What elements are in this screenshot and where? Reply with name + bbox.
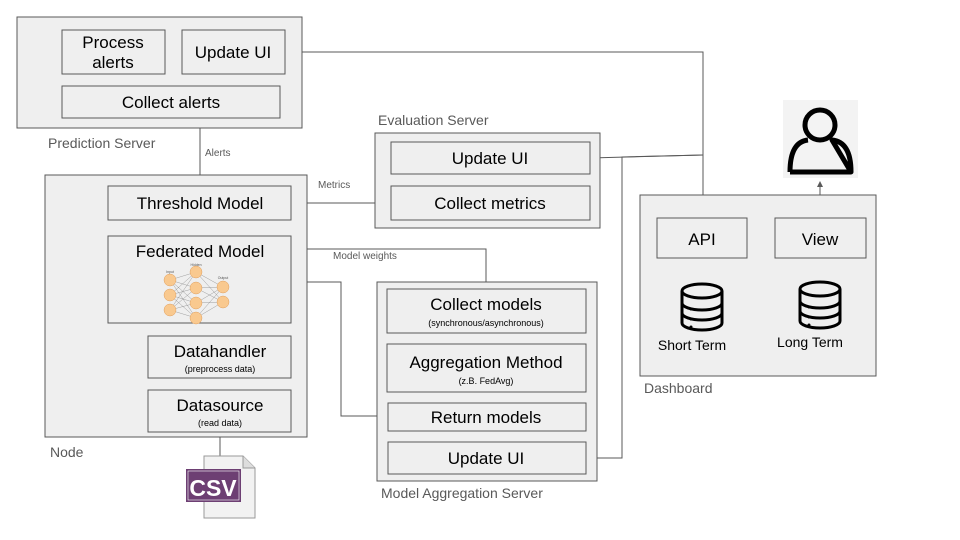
datasource-box: [147, 389, 292, 433]
return-models-edge: [294, 279, 388, 417]
prediction-ui-to-api-edge: [285, 51, 706, 215]
view-box: [774, 217, 867, 259]
federated-model-text: Federated Model: [136, 242, 265, 261]
threshold-model-text: Threshold Model: [137, 194, 264, 213]
short-term-label: Short Term: [658, 337, 726, 353]
datahandler-box: [147, 335, 292, 379]
datahandler-text: Datahandler: [174, 342, 267, 361]
datasource-text: Datasource: [177, 396, 264, 415]
long-term-database-icon: [798, 280, 842, 330]
aggregation-ui-edge: [586, 154, 704, 459]
nn-connection: [195, 286, 224, 319]
update-ui-text: Update UI: [448, 449, 525, 468]
datasource-subtext: (read data): [198, 418, 242, 428]
collect-metrics-text: Collect metrics: [434, 194, 545, 213]
model-aggregation-server-label: Model Aggregation Server: [381, 485, 543, 501]
nn-neuron: [189, 296, 203, 310]
update-ui-box: [387, 441, 587, 475]
prediction-server: Process alerts Update UI Collect alerts: [16, 16, 303, 129]
process-alerts-box: [61, 29, 166, 75]
nn-connection: [169, 271, 197, 311]
model-weights-label: Model weights: [333, 251, 397, 262]
prediction-server-label: Prediction Server: [48, 135, 156, 151]
nn-connection: [195, 271, 224, 303]
threshold-model-box: [107, 185, 292, 221]
nn-neuron: [163, 288, 177, 302]
nn-neuron: [189, 311, 203, 325]
collect-models-text: Collect models: [430, 295, 542, 314]
node-label: Node: [50, 444, 84, 460]
collect-alerts-text: Collect alerts: [122, 93, 220, 112]
collect-metrics-box: [390, 185, 591, 221]
nn-neuron: [163, 303, 177, 317]
csv-file-icon: CSV: [186, 455, 256, 519]
collect-alerts-box: [61, 85, 281, 119]
nn-neuron: [189, 281, 203, 295]
api-text: API: [688, 230, 715, 249]
nn-neuron: [163, 273, 177, 287]
datahandler-subtext: (preprocess data): [185, 364, 256, 374]
nn-neuron: [216, 280, 230, 294]
csv-text: CSV: [189, 475, 237, 501]
dashboard: API View Short Term Long Term: [639, 194, 877, 377]
update-ui-box: [390, 141, 591, 175]
nn-hidden-label: Hidden: [190, 263, 201, 267]
nn-output-label: Output: [218, 276, 229, 280]
neural-network-icon: [163, 265, 230, 325]
api-box: [656, 217, 748, 259]
model-aggregation-server: Collect models (synchronous/asynchronous…: [376, 281, 598, 482]
process-alerts-text: Process: [82, 33, 143, 52]
node: Threshold Model Federated Model Input Hi…: [44, 174, 308, 438]
alerts-label: Alerts: [205, 148, 231, 159]
evaluation-server-label: Evaluation Server: [378, 112, 489, 128]
view-text: View: [802, 230, 839, 249]
return-models-text: Return models: [431, 408, 542, 427]
long-term-label: Long Term: [777, 334, 843, 350]
collect-models-box: [386, 288, 587, 334]
aggregation-method-box: [386, 343, 587, 393]
nn-neuron: [189, 265, 203, 279]
update-ui-text: Update UI: [195, 43, 272, 62]
dashboard-label: Dashboard: [644, 380, 713, 396]
nn-input-label: Input: [166, 270, 174, 274]
nn-neuron: [216, 295, 230, 309]
metrics-label: Metrics: [318, 180, 350, 191]
process-alerts-text: alerts: [92, 53, 134, 72]
update-ui-text: Update UI: [452, 149, 529, 168]
evaluation-server: Update UI Collect metrics: [374, 132, 601, 229]
connectors: [110, 51, 823, 459]
user-icon: [783, 100, 858, 178]
collect-models-subtext: (synchronous/asynchronous): [428, 318, 544, 328]
federated-model-box: [107, 235, 292, 324]
return-models-box: [387, 402, 587, 432]
aggregation-method-subtext: (z.B. FedAvg): [459, 376, 514, 386]
aggregation-method-text: Aggregation Method: [409, 353, 562, 372]
short-term-database-icon: [680, 282, 724, 332]
model-weights-edge: [291, 248, 489, 288]
update-ui-box: [181, 29, 286, 75]
